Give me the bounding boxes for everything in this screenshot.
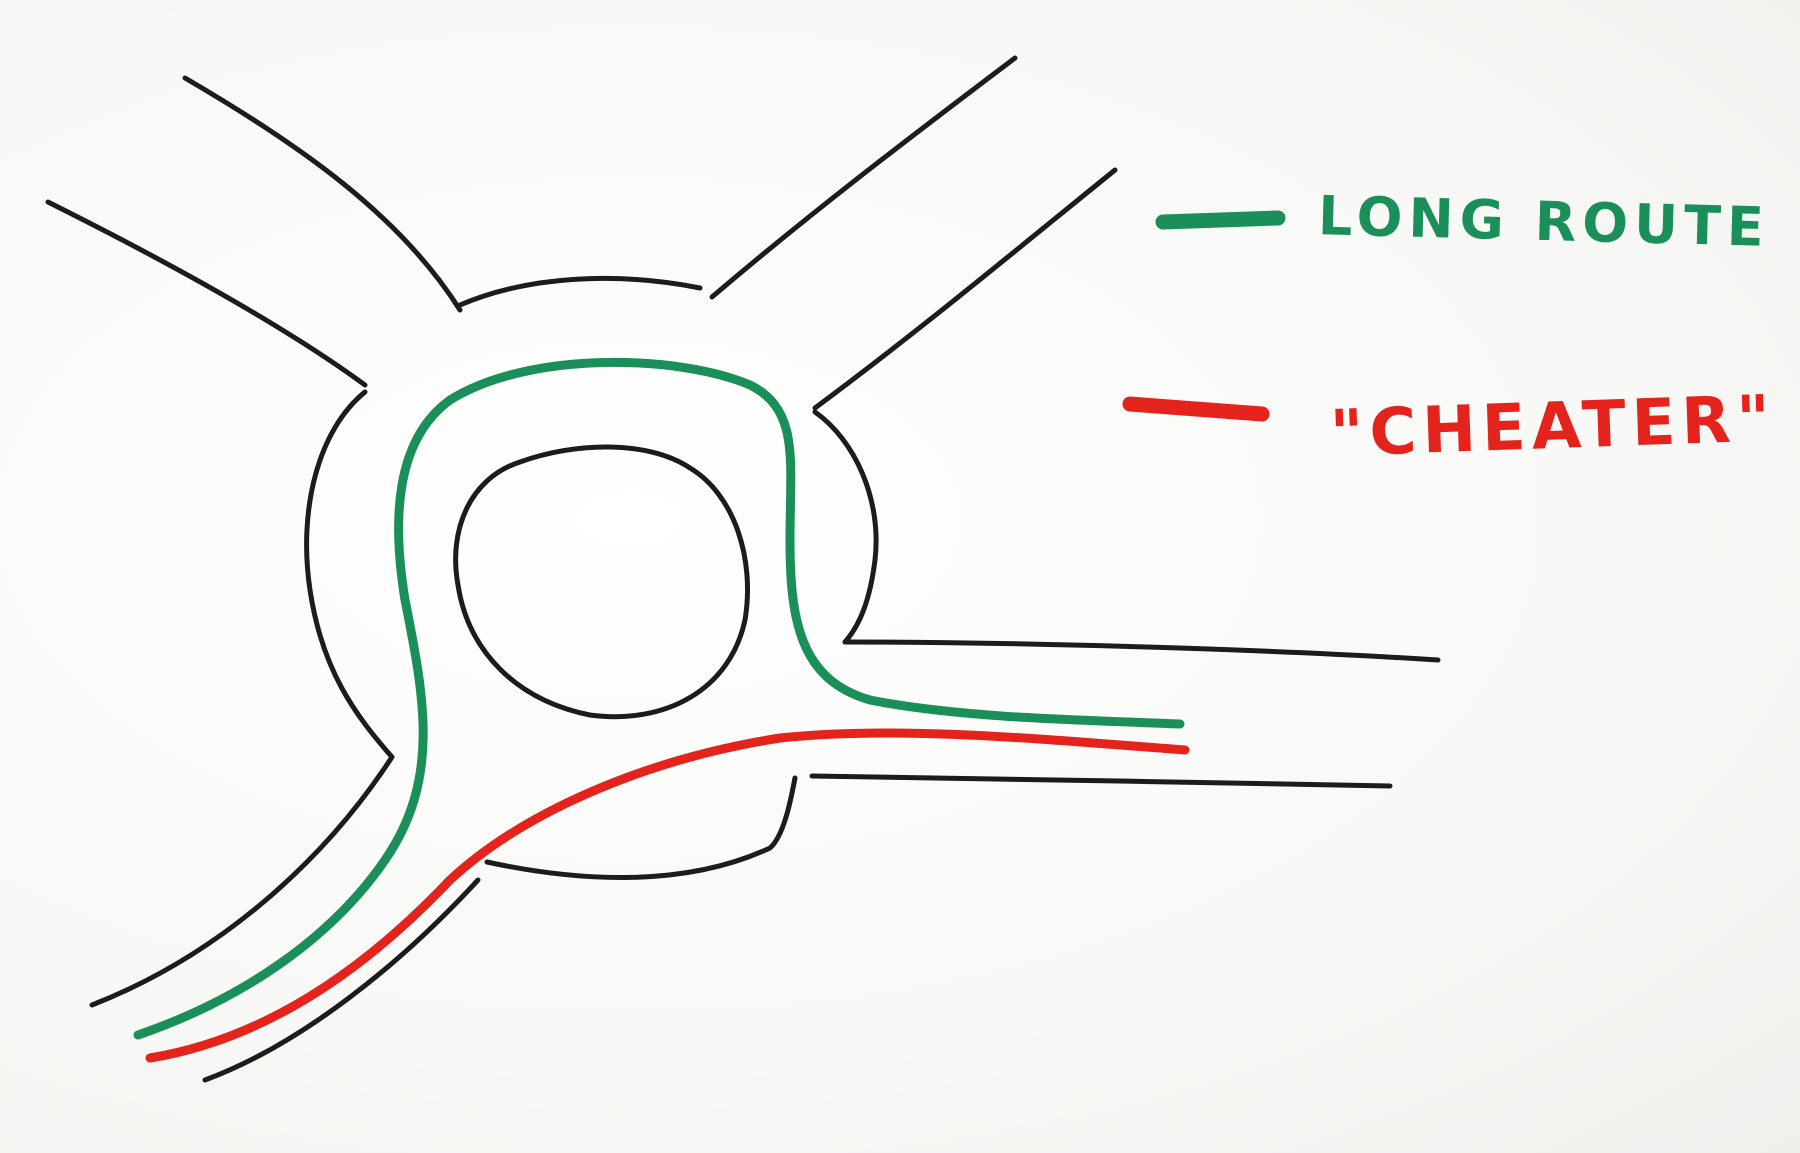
road-upper-right-inner-edge <box>709 55 1018 300</box>
central-island <box>453 444 750 720</box>
ring-outer-edge-bottom <box>484 775 798 880</box>
legend-label-cheater-route: "CHEATER" <box>1328 382 1778 472</box>
road-east-upper-edge <box>842 639 1441 663</box>
legend-label-long-route: LONG ROUTE <box>1317 184 1771 259</box>
ring-outer-edge-top <box>457 275 703 308</box>
road-lower-left-upper-edge <box>89 754 395 1008</box>
road-upper-left-outer-edge <box>45 199 368 388</box>
legend-swatch-cheater-route <box>1122 396 1270 422</box>
road-east-lower-edge <box>809 773 1393 789</box>
road-lower-left-lower-edge <box>202 877 481 1083</box>
long-route-path <box>133 357 1185 1040</box>
ring-outer-edge-right <box>812 409 879 645</box>
legend-swatch-long-route <box>1155 210 1286 230</box>
road-upper-left-inner-edge <box>182 75 463 313</box>
road-upper-right-outer-edge <box>812 167 1118 411</box>
cheater-route-path <box>145 728 1190 1063</box>
ring-outer-edge-left <box>304 389 395 760</box>
